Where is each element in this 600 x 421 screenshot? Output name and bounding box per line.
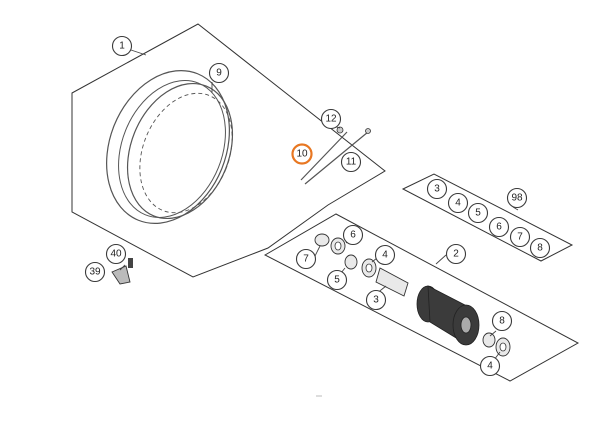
callout-40: 40 [105, 243, 127, 265]
callout-12: 12 [320, 108, 342, 130]
valve-illustration [111, 258, 133, 285]
svg-text:11: 11 [346, 157, 357, 168]
callout-5: 5 [326, 269, 348, 291]
kit-callout-3: 3 [426, 178, 448, 200]
kit-callout-7: 7 [509, 226, 531, 248]
svg-text:4: 4 [455, 198, 461, 209]
callout-7: 7 [295, 248, 317, 270]
svg-text:6: 6 [496, 222, 502, 233]
callout-9: 9 [208, 62, 230, 84]
svg-text:98: 98 [511, 193, 523, 204]
kit-callout-5: 5 [467, 202, 489, 224]
svg-text:3: 3 [373, 295, 379, 306]
callout-4-upper: 4 [374, 244, 396, 266]
rim-illustration [106, 69, 234, 225]
spoke-set-illustration [300, 126, 371, 185]
svg-text:10: 10 [296, 149, 308, 160]
svg-text:7: 7 [303, 254, 309, 265]
callout-4-lower: 4 [479, 355, 501, 377]
svg-text:5: 5 [334, 275, 340, 286]
svg-text:9: 9 [216, 68, 222, 79]
hub-illustration [314, 233, 511, 357]
svg-text:7: 7 [517, 232, 523, 243]
svg-text:1: 1 [119, 41, 125, 52]
svg-text:8: 8 [537, 243, 543, 254]
kit-callout-8: 8 [529, 237, 551, 259]
callout-8: 8 [491, 310, 513, 332]
callout-1: 1 [111, 35, 133, 57]
svg-text:3: 3 [434, 184, 440, 195]
svg-text:6: 6 [350, 230, 356, 241]
callout-10-highlighted: 10 [291, 143, 313, 165]
svg-text:2: 2 [453, 249, 459, 260]
callout-11: 11 [340, 151, 362, 173]
kit-callout-4: 4 [447, 192, 469, 214]
svg-text:5: 5 [475, 208, 481, 219]
callout-3: 3 [365, 289, 387, 311]
svg-text:40: 40 [110, 249, 122, 260]
svg-text:4: 4 [382, 250, 388, 261]
callout-39: 39 [84, 261, 106, 283]
kit-callout-6: 6 [488, 216, 510, 238]
svg-text:8: 8 [499, 316, 505, 327]
svg-text:12: 12 [325, 114, 337, 125]
svg-text:4: 4 [487, 361, 493, 372]
kit-callout-98: 98 [506, 187, 528, 209]
svg-text:39: 39 [89, 267, 101, 278]
callout-2: 2 [445, 243, 467, 265]
callout-6: 6 [342, 224, 364, 246]
